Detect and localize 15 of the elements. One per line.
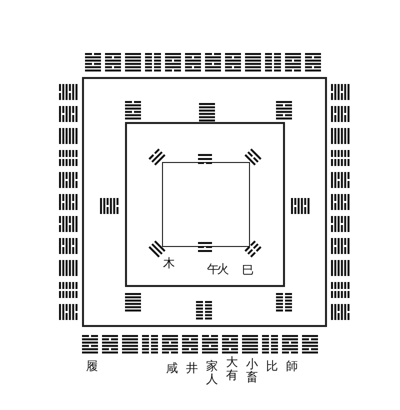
character-label: 比: [266, 360, 278, 374]
character-label: 火: [217, 263, 229, 276]
character-label: 履: [86, 360, 98, 374]
square-frame: [162, 162, 250, 247]
character-label: 木: [163, 257, 175, 270]
character-label: 小畜: [246, 358, 258, 384]
character-label: 師: [286, 360, 298, 374]
square-frame: [82, 77, 327, 327]
character-label: 巳: [242, 264, 254, 278]
character-label: 大有: [226, 356, 238, 382]
character-label: 咸: [166, 362, 178, 376]
character-label: 井: [186, 362, 198, 376]
character-label: 午: [207, 263, 219, 276]
square-frame: [125, 122, 285, 287]
character-label: 家人: [206, 360, 218, 386]
